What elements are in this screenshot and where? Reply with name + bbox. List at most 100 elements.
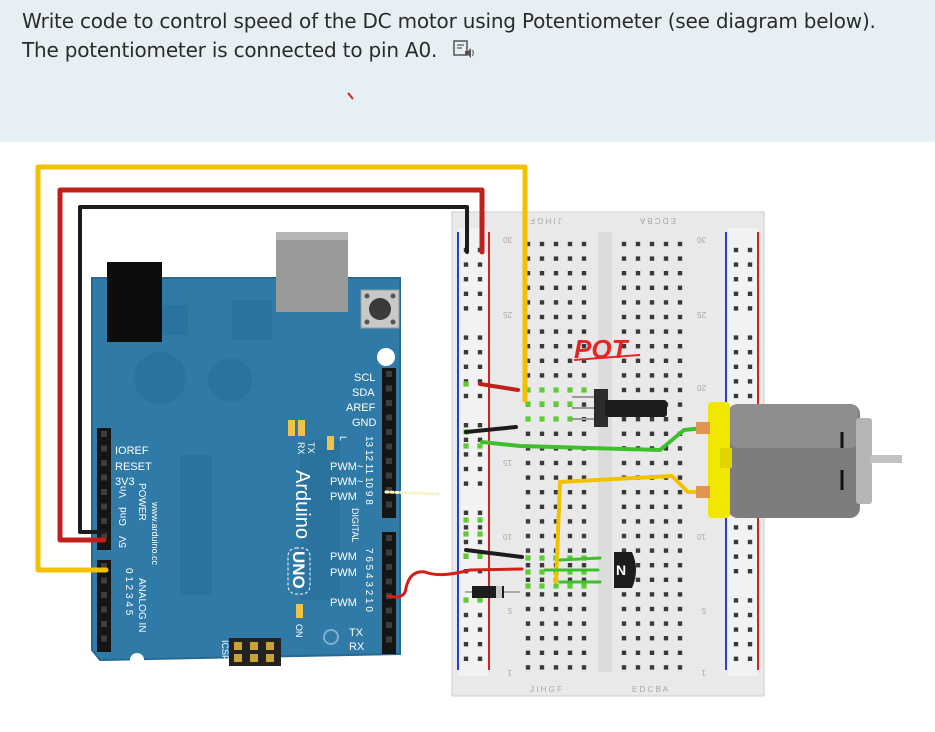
rail-hole <box>733 335 739 340</box>
red-tick-mark <box>347 92 354 100</box>
terminal-hole <box>553 329 559 334</box>
pin-label-3v3: 3V3 <box>115 476 135 488</box>
header-pin <box>101 635 107 642</box>
terminal-hole <box>649 548 655 553</box>
terminal-hole <box>677 314 683 320</box>
terminal-hole <box>677 606 683 612</box>
row-label-25: 25 <box>503 310 512 319</box>
header-pin <box>101 503 107 510</box>
uno-badge <box>287 547 311 595</box>
terminal-hole <box>581 475 587 480</box>
pwm-label-4: PWM <box>330 551 357 563</box>
mounting-hole <box>377 348 395 366</box>
rail-hole <box>477 262 483 267</box>
terminal-hole <box>635 621 641 626</box>
header-pin <box>386 371 392 377</box>
terminal-hole <box>621 460 627 466</box>
terminal-hole <box>663 314 669 320</box>
header-pin <box>386 535 392 541</box>
connected-hole <box>539 401 545 407</box>
terminal-hole <box>539 285 545 290</box>
rail-hole <box>477 393 483 399</box>
connected-hole <box>539 583 545 589</box>
terminal-hole <box>539 300 545 305</box>
rail-hole <box>747 335 753 340</box>
terminal-hole <box>539 475 545 480</box>
rail-hole <box>463 642 469 647</box>
terminal-hole <box>621 344 627 349</box>
rail-hole <box>733 262 739 267</box>
terminal-hole <box>567 621 573 626</box>
terminal-hole <box>635 373 641 378</box>
row-label-5-right: 5 <box>701 606 706 615</box>
dc-power-jack <box>107 262 162 342</box>
terminal-hole <box>649 490 655 495</box>
terminal-hole <box>663 548 669 553</box>
terminal-hole <box>525 271 531 276</box>
terminal-hole <box>677 577 683 582</box>
terminal-hole <box>525 373 531 378</box>
rail-hole <box>747 569 753 574</box>
arduino-brand: Arduino <box>291 470 313 539</box>
terminal-hole <box>677 533 683 539</box>
terminal-hole <box>621 300 627 305</box>
wire-black-jumper-pot <box>464 425 518 434</box>
terminal-hole <box>677 621 683 626</box>
connected-hole <box>463 531 469 537</box>
terminal-hole <box>621 533 627 539</box>
rail-hole <box>747 539 753 545</box>
connected-hole <box>567 387 573 393</box>
terminal-hole <box>621 387 627 393</box>
rail-hole <box>477 350 483 355</box>
immersive-reader-icon[interactable] <box>453 39 475 64</box>
pin-label-5v: 5V <box>118 535 129 548</box>
row-label-1: 1 <box>507 668 512 677</box>
terminal-hole <box>539 241 545 247</box>
terminal-hole <box>539 358 545 363</box>
pwm-label-1: PWM~ <box>330 461 363 473</box>
terminal-hole <box>539 650 545 655</box>
terminal-hole <box>567 577 573 582</box>
terminal-hole <box>621 519 627 524</box>
terminal-hole <box>663 563 669 568</box>
header-pin <box>386 400 392 406</box>
terminal-hole <box>663 636 669 641</box>
terminal-hole <box>581 636 587 641</box>
terminal-hole <box>567 650 573 655</box>
terminal-hole <box>677 402 683 407</box>
diagram-panel: J I H G F E D C B A J I H G F E D C B A … <box>0 142 935 727</box>
terminal-hole <box>525 358 531 363</box>
row-label-20: 20 <box>697 383 706 392</box>
row-label-30: 30 <box>503 235 512 244</box>
rail-hole <box>477 642 483 647</box>
terminal-hole <box>525 460 531 466</box>
question-line-2: The potentiometer is connected to pin A0… <box>22 38 475 64</box>
terminal-hole <box>677 256 683 261</box>
pwm-label-5: PWM <box>330 567 357 579</box>
wire-yellow-motor <box>554 474 706 584</box>
header-pin <box>386 549 392 556</box>
digital-header-top <box>382 368 396 518</box>
rail-hole <box>477 423 483 428</box>
terminal-hole <box>567 358 573 363</box>
terminal-hole <box>663 490 669 495</box>
terminal-hole <box>525 533 531 539</box>
terminal-hole <box>677 271 683 276</box>
wire-yellow-5v <box>35 164 528 573</box>
row-label-1-right: 1 <box>701 668 706 677</box>
rail-hole <box>733 656 739 661</box>
terminal-hole <box>677 490 683 495</box>
connected-hole <box>553 387 559 393</box>
l-label: L <box>338 436 348 441</box>
terminal-hole <box>567 665 573 670</box>
terminal-hole <box>635 460 641 466</box>
rx-label-right: RX <box>349 641 365 653</box>
header-pin <box>386 385 392 392</box>
terminal-hole <box>663 344 669 349</box>
connected-hole <box>525 387 531 393</box>
pin-label-reset: RESET <box>115 461 152 473</box>
terminal-hole <box>581 256 587 261</box>
npn-transistor: N <box>614 552 636 588</box>
rail-hole <box>463 481 469 486</box>
rail-hole <box>747 247 753 253</box>
